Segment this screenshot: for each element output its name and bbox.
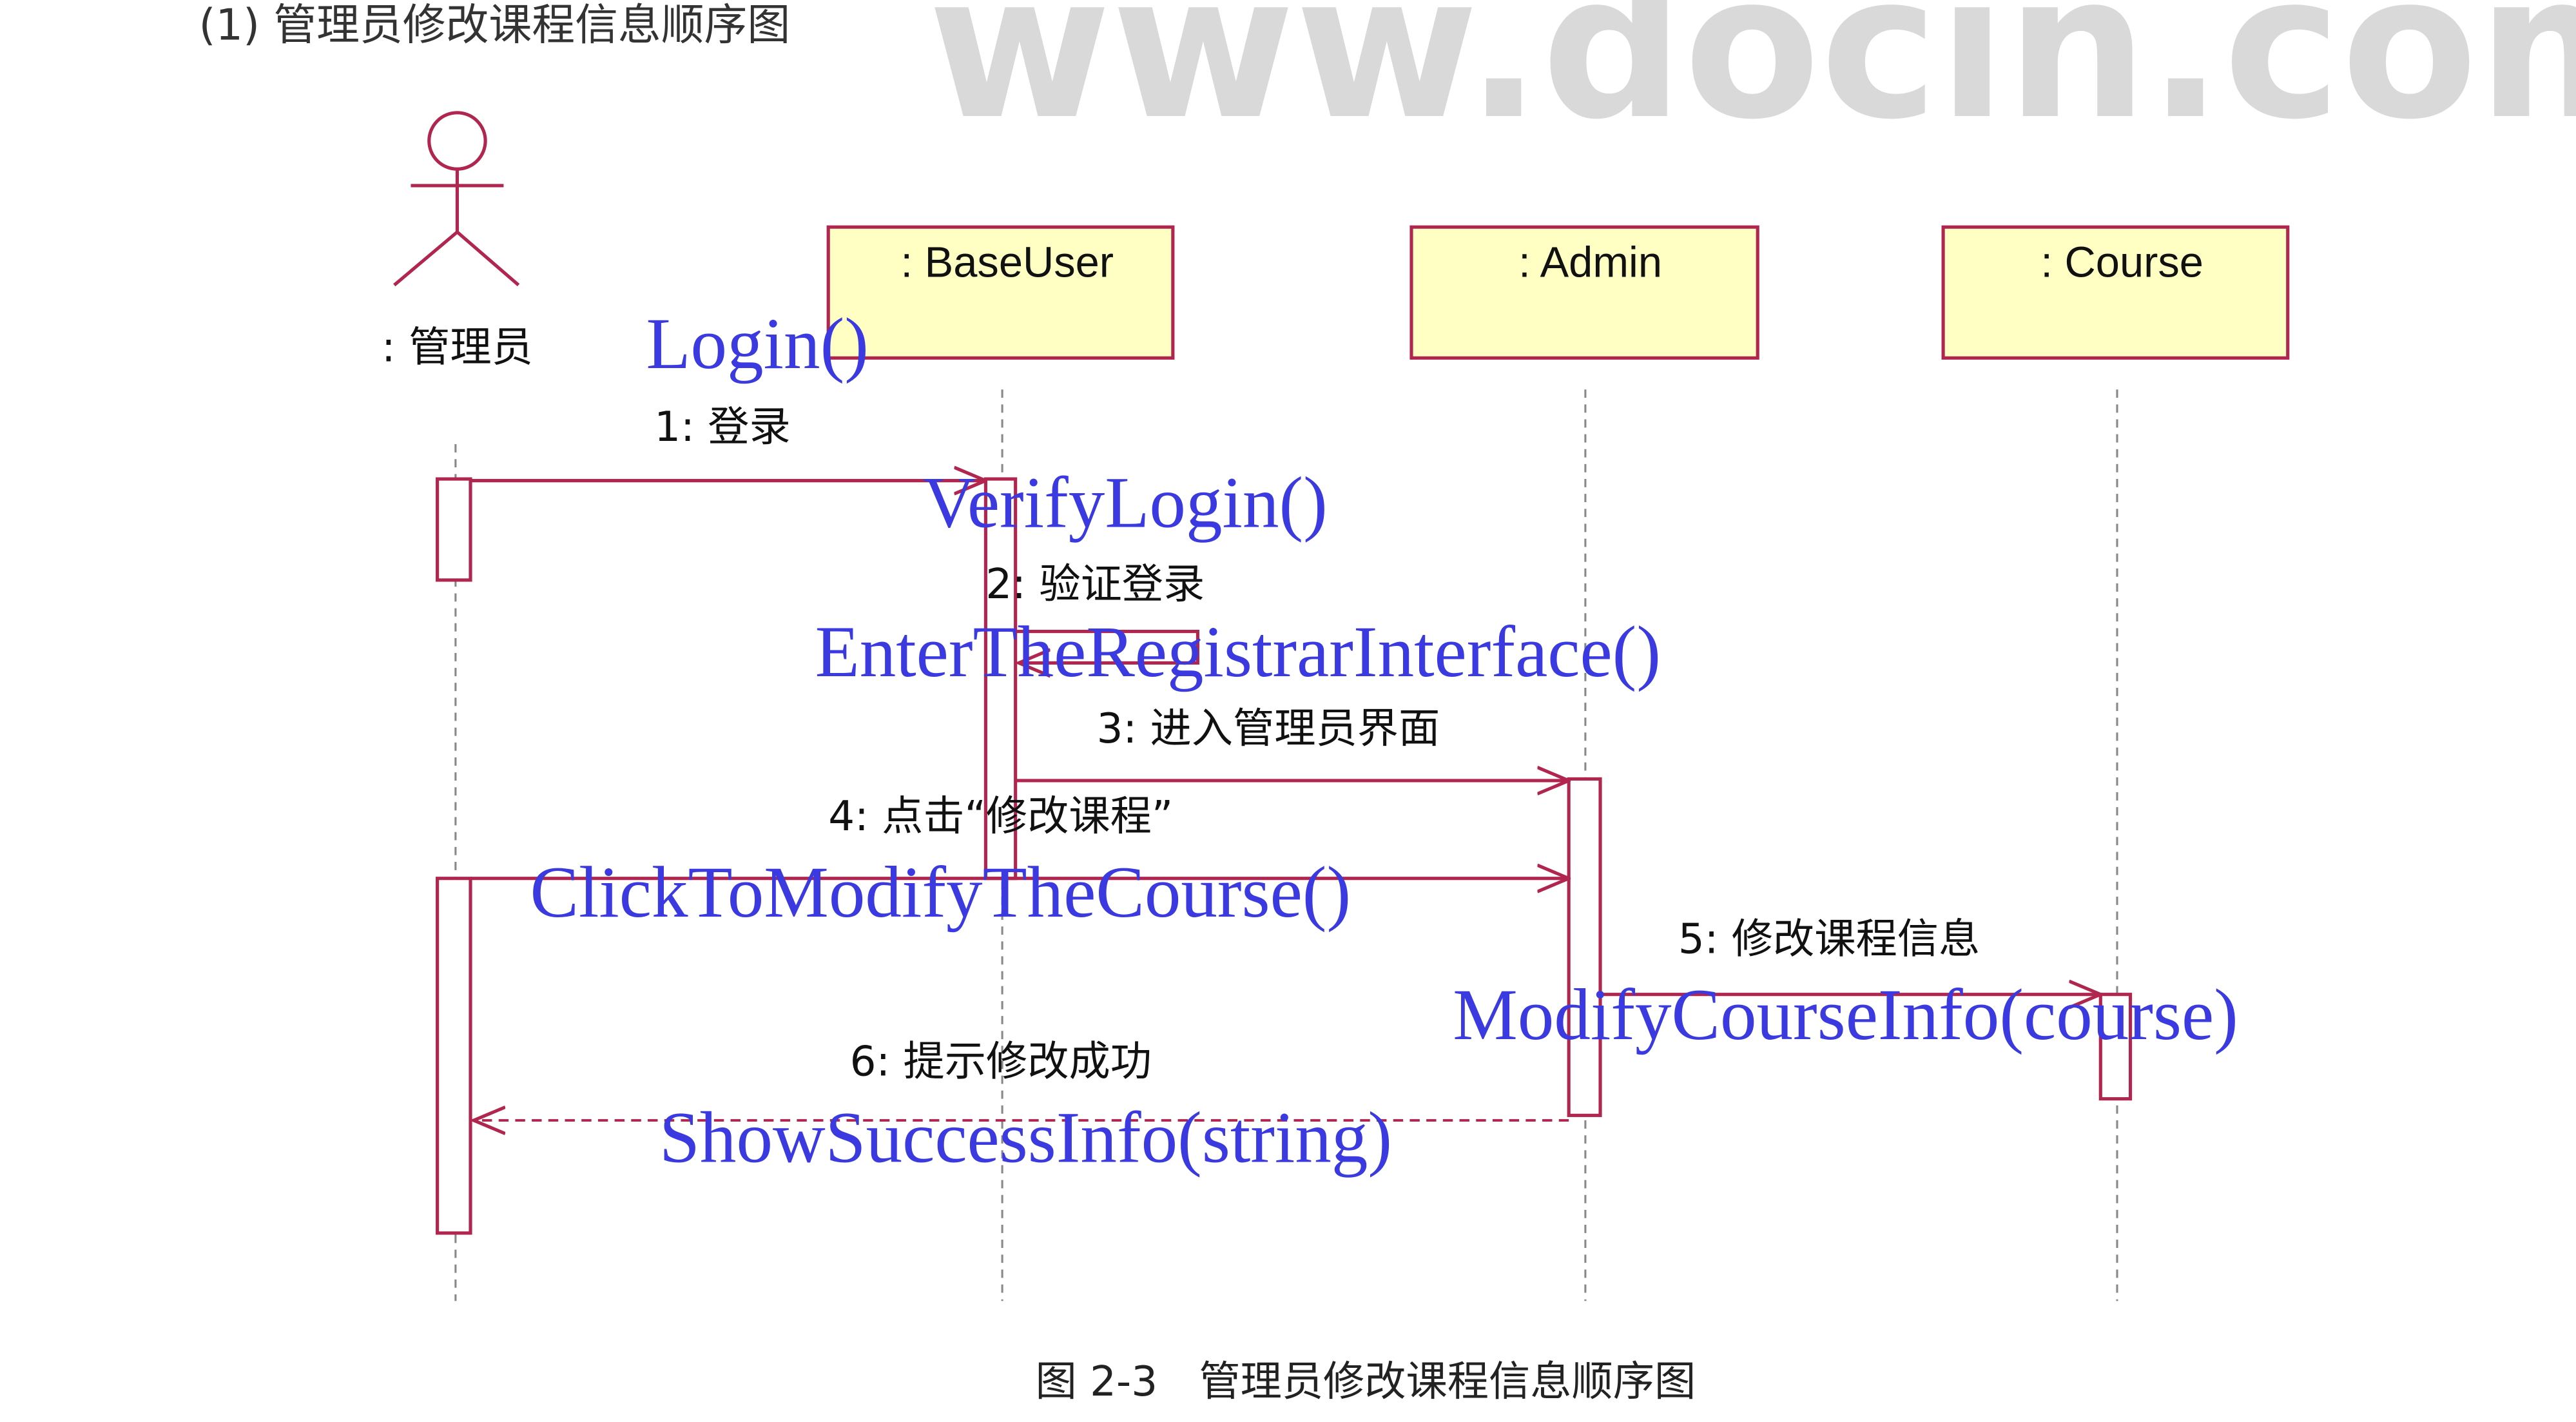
section-header: (1) 管理员修改课程信息顺序图 [199, 0, 790, 50]
method-annotation-1: Login() [646, 304, 868, 384]
object-admin: : Admin [1409, 225, 1759, 360]
message-label-2: 2: 验证登录 [985, 560, 1205, 609]
method-annotation-2: VerifyLogin() [923, 463, 1328, 543]
method-annotation-4: ClickToModifyTheCourse() [530, 852, 1351, 933]
object-baseuser: : BaseUser [826, 225, 1175, 360]
message-label-5: 5: 修改课程信息 [1678, 915, 1980, 963]
method-annotation-5: ModifyCourseInfo(course) [1453, 975, 2238, 1055]
method-annotation-6: ShowSuccessInfo(string) [659, 1097, 1392, 1178]
activation-bar [436, 477, 472, 582]
figure-caption: 图 2-3 管理员修改课程信息顺序图 [1036, 1358, 1696, 1406]
actor-admin: : 管理员 [382, 111, 533, 372]
method-annotation-3: EnterTheRegistrarInterface() [815, 612, 1661, 692]
object-label: : Admin [1518, 239, 1662, 286]
message-label-1: 1: 登录 [654, 403, 790, 451]
message-label-4: 4: 点击“修改课程” [828, 792, 1173, 841]
activation-bar [1567, 777, 1602, 1117]
actor-head-icon [427, 111, 487, 171]
message-arrow-2 [1015, 630, 1199, 663]
object-course: : Course [1941, 225, 2290, 360]
object-label: : Course [2040, 239, 2203, 286]
message-label-6: 6: 提示修改成功 [850, 1038, 1152, 1086]
activation-bar [2098, 993, 2133, 1101]
object-label: : BaseUser [901, 239, 1114, 286]
watermark: www.docin.com [927, 0, 2576, 163]
message-label-3: 3: 进入管理员界面 [1097, 705, 1440, 753]
activation-bar [436, 877, 472, 1235]
actor-label: : 管理员 [382, 323, 533, 371]
